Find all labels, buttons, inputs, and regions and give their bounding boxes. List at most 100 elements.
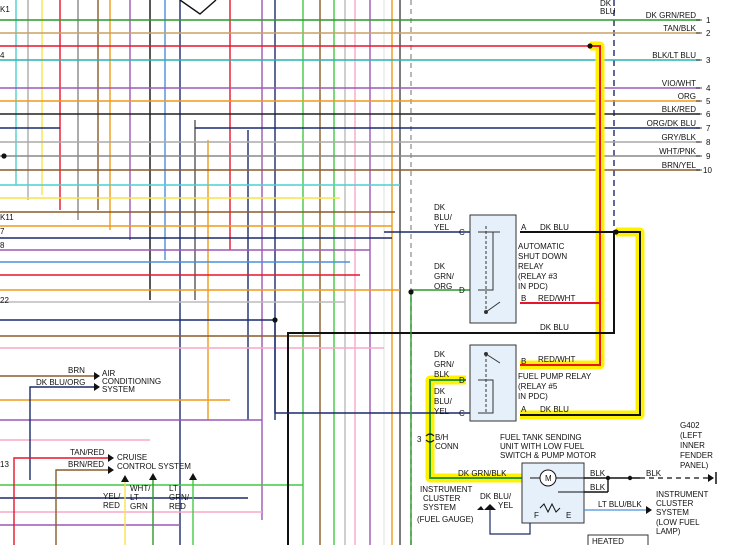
sender-wire-in: DK GRN/BLK (458, 469, 507, 478)
wire-label-5: ORG (678, 92, 696, 101)
ac-wire1-label: BRN (68, 366, 85, 375)
ground-line-5: PANEL) (680, 461, 709, 470)
wire-num-1: 1 (706, 16, 711, 25)
asd-wire-a-label: DK BLU (540, 223, 569, 232)
wire-label-3: BLK/LT BLU (652, 51, 696, 60)
highlight-red-path (520, 41, 605, 370)
junction-dkblu (613, 229, 619, 235)
fp-name-3: IN PDC) (518, 392, 548, 401)
ground-arrow (708, 474, 714, 482)
cluster-lamp-4: (LOW FUEL (656, 518, 700, 527)
wire-redwht-fp (520, 300, 601, 366)
wire-label-7: ORG/DK BLU (647, 119, 697, 128)
right-wire-labels: DK GRN/RED 1 TAN/BLK 2 BLK/LT BLU 3 VIO/… (646, 11, 713, 175)
ac-wire-dkbluorg (29, 386, 94, 480)
asd-relay-switch (485, 301, 501, 313)
wire-dkblu-a (520, 231, 641, 416)
fp-pin-d: D (459, 376, 465, 385)
sender-ground-junction (627, 475, 633, 481)
asd-name-1: AUTOMATIC (518, 242, 565, 251)
wire-label-6: BLK/RED (662, 105, 696, 114)
cluster-gauge-4: (FUEL GAUGE) (417, 515, 474, 524)
sender-lamp-label: LT BLU/BLK (598, 500, 642, 509)
junction-dots (1, 43, 619, 323)
fp-c-wire-1: DK (434, 387, 446, 396)
junction-left (1, 153, 7, 159)
wire-label-8: GRY/BLK (661, 133, 696, 142)
left-frag-4: 4 (0, 51, 5, 60)
cluster-lamp-5: LAMP) (656, 527, 681, 536)
bh-connector: 3 B/H CONN (417, 433, 459, 451)
sender-e: E (566, 511, 571, 520)
bh-conn-num: 3 (417, 435, 422, 444)
sender-blk2: BLK (590, 483, 606, 492)
fp-c-wire-3: YEL (434, 407, 450, 416)
right-wire-markers (696, 19, 702, 171)
wire-dkblu-mid (287, 232, 615, 545)
gauge-arrow (477, 506, 484, 510)
asd-name-4: (RELAY #3 (518, 272, 558, 281)
ac-name-1: AIR (102, 369, 116, 378)
left-frag-8: 8 (0, 241, 5, 250)
sender-blk1: BLK (590, 469, 606, 478)
cc-name-1: CRUISE (117, 453, 147, 462)
ac-wire2-label: DK BLU/ORG (36, 378, 85, 387)
fp-pin-b: B (521, 357, 526, 366)
cc-up-arrow-1 (121, 475, 129, 482)
left-frag-22: 22 (0, 296, 9, 305)
asd-pin-b: B (521, 294, 526, 303)
left-frag-k1: K1 (0, 5, 10, 14)
wire-num-10: 10 (703, 166, 712, 175)
cc-wire-tanred (13, 457, 110, 545)
wire-num-2: 2 (706, 29, 711, 38)
asd-d-wire-2: GRN/ (434, 272, 455, 281)
cc-arrow-1 (108, 454, 114, 462)
left-frag-7: 7 (0, 227, 5, 236)
background-vertical-wires (15, 0, 615, 545)
sender-gauge-label-1: DK BLU/ (480, 492, 512, 501)
wire-label-1: DK GRN/RED (646, 11, 696, 20)
left-frag-k11: K11 (0, 213, 14, 222)
fp-d-wire-2: GRN/ (434, 360, 455, 369)
wire-dkgrnblk (429, 379, 530, 479)
ground-line-3: INNER (680, 441, 705, 450)
fp-pin-c: C (459, 409, 465, 418)
left-frag-13: 13 (0, 460, 9, 469)
ac-arrow-2 (94, 383, 100, 391)
fp-wire-b-label: RED/WHT (538, 355, 575, 364)
wire-num-9: 9 (706, 152, 711, 161)
heated-label: HEATED (592, 537, 624, 545)
cc-name-2: CONTROL SYSTEM (117, 462, 191, 471)
cluster-lamp-3: SYSTEM (656, 508, 689, 517)
junction-top (587, 43, 593, 49)
wire-redwht-asd (520, 45, 601, 304)
cc-wire1-label: TAN/RED (70, 448, 105, 457)
junction-navy (272, 317, 278, 323)
sender-f: F (534, 511, 539, 520)
ground-line-4: FENDER (680, 451, 713, 460)
wire-label-2: TAN/BLK (663, 24, 696, 33)
bh-conn-symbol-1 (425, 433, 435, 437)
sender-gauge-label-2: YEL (498, 501, 514, 510)
sender-title-2: UNIT WITH LOW FUEL (500, 442, 585, 451)
fuel-pump-relay: D C B A RED/WHT DK BLU FUEL PUMP RELAY (… (434, 344, 592, 422)
cc-whtltgrn-1: WHT/ (130, 484, 151, 493)
cluster-low-fuel-lamp: INSTRUMENT CLUSTER SYSTEM (LOW FUEL LAMP… (656, 490, 709, 536)
left-edge-fragments: K1 4 K11 7 8 22 13 (0, 5, 14, 469)
sender-ground-label: BLK (646, 469, 662, 478)
cluster-gauge-2: CLUSTER (423, 494, 461, 503)
cc-whtltgrn-3: GRN (130, 502, 148, 511)
sender-blk-junction (605, 475, 611, 481)
cluster-lamp-1: INSTRUMENT (656, 490, 709, 499)
wire-num-6: 6 (706, 110, 711, 119)
cc-arrow-2 (108, 466, 114, 474)
cluster-gauge-1: INSTRUMENT (420, 485, 473, 494)
ground-line-1: G402 (680, 421, 700, 430)
cc-whtltgrn-2: LT (130, 493, 139, 502)
sender-title-1: FUEL TANK SENDING (500, 433, 582, 442)
sender-title-3: SWITCH & PUMP MOTOR (500, 451, 596, 460)
cc-wire2-label: BRN/RED (68, 460, 104, 469)
background-horizontal-wires (0, 0, 700, 526)
cc-ltgrnred-2: GRN/ (169, 493, 190, 502)
